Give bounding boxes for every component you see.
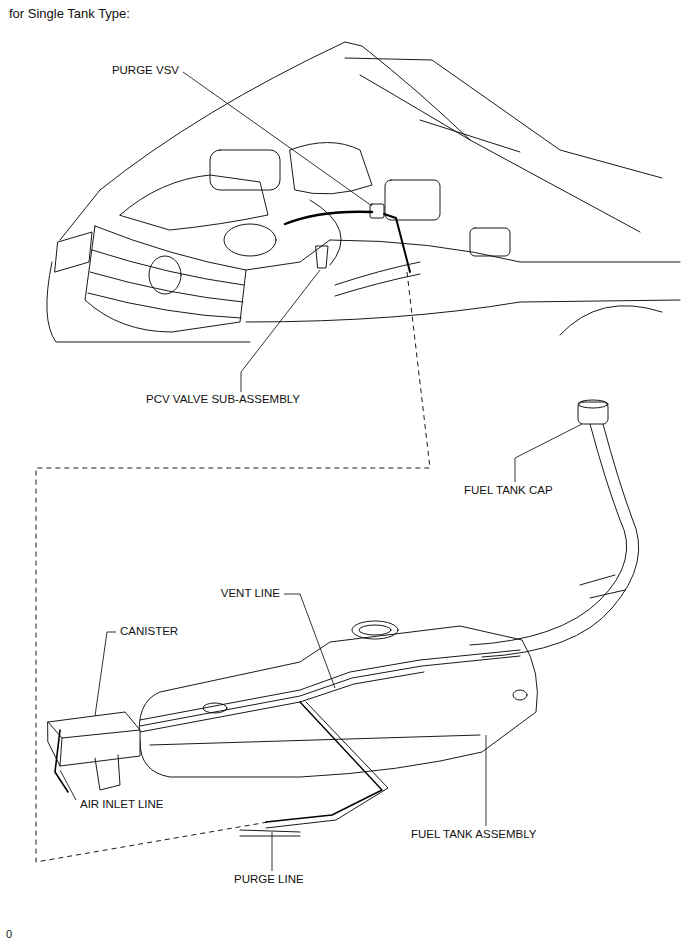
part-label: PURGE VSV: [111, 64, 180, 78]
part-label: 0: [5, 928, 13, 941]
part-label: PURGE LINE: [233, 873, 305, 887]
part-label: FUEL TANK ASSEMBLY: [410, 828, 537, 842]
part-label: AIR INLET LINE: [79, 798, 165, 812]
part-label: VENT LINE: [220, 587, 281, 601]
part-label: PCV VALVE SUB-ASSEMBLY: [145, 393, 301, 407]
part-label: CANISTER: [119, 625, 179, 639]
leader-lines: [60, 72, 582, 871]
part-label: FUEL TANK CAP: [463, 484, 554, 498]
vehicle-front: [47, 42, 680, 342]
fuel-system: [48, 400, 639, 836]
diagram-title: for Single Tank Type:: [8, 6, 131, 22]
